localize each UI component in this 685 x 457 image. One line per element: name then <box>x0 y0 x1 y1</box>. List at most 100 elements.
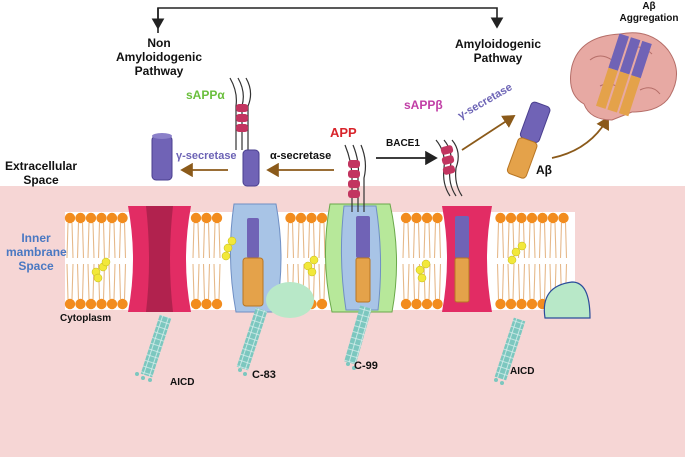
label-line: Aggregation <box>619 12 679 24</box>
pathway-connector <box>151 7 504 33</box>
label-line: Extracellular <box>4 159 78 173</box>
lipid-head <box>75 298 86 310</box>
lipid-tail <box>192 263 200 300</box>
alpha-secretase-label: α-secretase <box>270 150 332 162</box>
lipid-tail <box>318 263 326 300</box>
lipid-tail <box>192 222 200 259</box>
label-line: Non <box>147 36 171 50</box>
released-fragment-left <box>151 133 173 181</box>
lipid-tail <box>528 222 536 259</box>
lipid-tail <box>496 263 505 300</box>
aicd-fragment-c83 <box>236 307 268 376</box>
ab-label: Aβ <box>536 163 552 177</box>
gamma-secretase-complex-left <box>229 203 314 318</box>
lipid-head <box>201 298 212 310</box>
label-line: Pathway <box>134 63 184 78</box>
label-line: Pathway <box>473 50 523 65</box>
lipid-tail <box>118 222 127 259</box>
lipid-tail <box>402 263 410 300</box>
lipid-head <box>117 298 128 310</box>
lipid-head <box>190 212 202 224</box>
lipid-head <box>547 212 559 224</box>
lipid-tail <box>423 222 431 259</box>
lipid-tail <box>402 222 410 259</box>
aicd-fragment-right <box>494 317 526 385</box>
lipid-head <box>75 212 86 224</box>
lipid-head <box>117 212 128 224</box>
lipid-head <box>64 298 76 310</box>
lipid-head <box>316 212 328 224</box>
lipid-head <box>516 298 527 310</box>
lipid-head <box>400 298 412 310</box>
bace1-label: BACE1 <box>386 138 420 149</box>
cytoplasm-label: Cytoplasm <box>60 313 112 324</box>
gamma-secretase-left-label: γ-secretase <box>176 150 237 162</box>
lipid-tail <box>538 222 547 259</box>
lipid-head <box>432 298 443 310</box>
lipid-head <box>558 212 569 224</box>
lipid-head <box>106 298 118 310</box>
lipid-tail <box>76 222 85 259</box>
app-protein <box>344 144 367 212</box>
lipid-tail <box>76 263 85 300</box>
sappb-fragment <box>435 139 463 197</box>
label-line: Aβ <box>642 1 656 12</box>
lipid-head <box>106 212 118 224</box>
label-line: mambrane <box>6 244 67 259</box>
lipid-tail <box>517 263 526 300</box>
lipid-head <box>306 212 317 224</box>
label-line: Space <box>23 172 59 187</box>
label-line: Amyloidogenic <box>115 49 202 64</box>
lipid-head <box>211 298 223 310</box>
lipid-head <box>411 298 422 310</box>
lipid-head <box>495 298 506 310</box>
lipid-tail <box>213 222 221 259</box>
lipid-tail <box>318 222 326 259</box>
lipid-tail <box>213 263 221 300</box>
sappb-label: sAPPβ <box>404 98 443 112</box>
aicd-fragment-left <box>135 314 172 382</box>
lipid-tail <box>538 263 547 300</box>
lipid-head <box>516 212 527 224</box>
lipid-head <box>96 212 107 224</box>
lipid-head <box>526 212 538 224</box>
lipid-tail <box>118 263 127 300</box>
lipid-head <box>421 298 433 310</box>
lipid-head <box>85 298 97 310</box>
process-arrows <box>180 115 609 178</box>
lipid-head <box>285 212 296 224</box>
lipid-tail <box>108 222 116 259</box>
non-amyloidogenic-pathway-label: Non Amyloidogenic Pathway <box>104 36 214 78</box>
lipid-head <box>432 212 443 224</box>
lipid-head <box>400 212 412 224</box>
lipid-tail <box>202 263 211 300</box>
lipid-head <box>526 298 538 310</box>
amyloidogenic-pathway-label: Amyloidogenic Pathway <box>438 37 558 66</box>
lipid-tail <box>307 222 316 259</box>
lipid-tail <box>108 263 116 300</box>
gamma-secretase-complex-center <box>324 203 398 313</box>
sappa-label: sAPPα <box>186 88 225 102</box>
label-line: Space <box>18 258 54 273</box>
lipid-head <box>211 212 223 224</box>
c99-label: C-99 <box>354 360 378 372</box>
lipid-tail <box>286 222 295 259</box>
lipid-head <box>96 298 107 310</box>
bace1-channel-left <box>128 206 191 312</box>
label-line: Amyloidogenic <box>454 37 541 51</box>
inner-membrane-space-label: Inner mambrane Space <box>6 231 67 273</box>
lipid-tail <box>297 222 305 259</box>
lipid-tail <box>412 222 421 259</box>
cholesterol-molecules <box>91 236 527 283</box>
lipid-tail <box>549 222 557 259</box>
lipid-tail <box>496 222 505 259</box>
lipid-tail <box>202 222 211 259</box>
lipid-tail <box>559 222 568 259</box>
lipid-head <box>190 298 202 310</box>
lipid-head <box>495 212 506 224</box>
lipid-head <box>411 212 422 224</box>
aicd-fragment-c99 <box>344 305 372 370</box>
label-line: Inner <box>21 231 51 245</box>
lipid-tail <box>528 263 536 300</box>
